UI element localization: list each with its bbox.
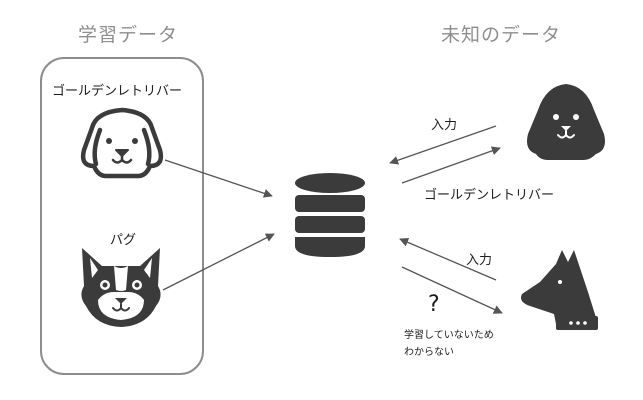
learning-data-heading: 学習データ: [78, 24, 179, 46]
prediction-label: ゴールデンレトリバー: [424, 188, 555, 203]
doberman-silhouette-icon: [521, 250, 598, 330]
input-label-second: 入力: [466, 253, 493, 268]
unknown-result-note: 学習していないため わからない: [404, 327, 494, 361]
pug-face-icon: [81, 248, 161, 327]
arrow-output-second: [401, 266, 503, 314]
learning-data-panel: [40, 57, 204, 375]
input-label-first: 入力: [431, 118, 458, 133]
arrow-golden-to-model: [164, 159, 273, 198]
arrow-output-first: [401, 146, 501, 184]
unknown-data-heading: 未知のデータ: [441, 24, 562, 46]
database-icon: [295, 173, 365, 257]
arrow-input-second: [399, 238, 497, 281]
note-line: 学習していないため: [404, 330, 494, 341]
floppy-eared-dog-icon: [527, 84, 605, 160]
golden-retriever-face-icon: [80, 107, 164, 179]
arrow-pug-to-model: [162, 233, 275, 291]
pug-label: パグ: [110, 233, 137, 248]
arrow-input-first: [389, 125, 497, 165]
unknown-result-mark: ?: [428, 292, 440, 317]
golden-retriever-label: ゴールデンレトリバー: [52, 84, 183, 99]
note-line: わからない: [404, 347, 454, 358]
